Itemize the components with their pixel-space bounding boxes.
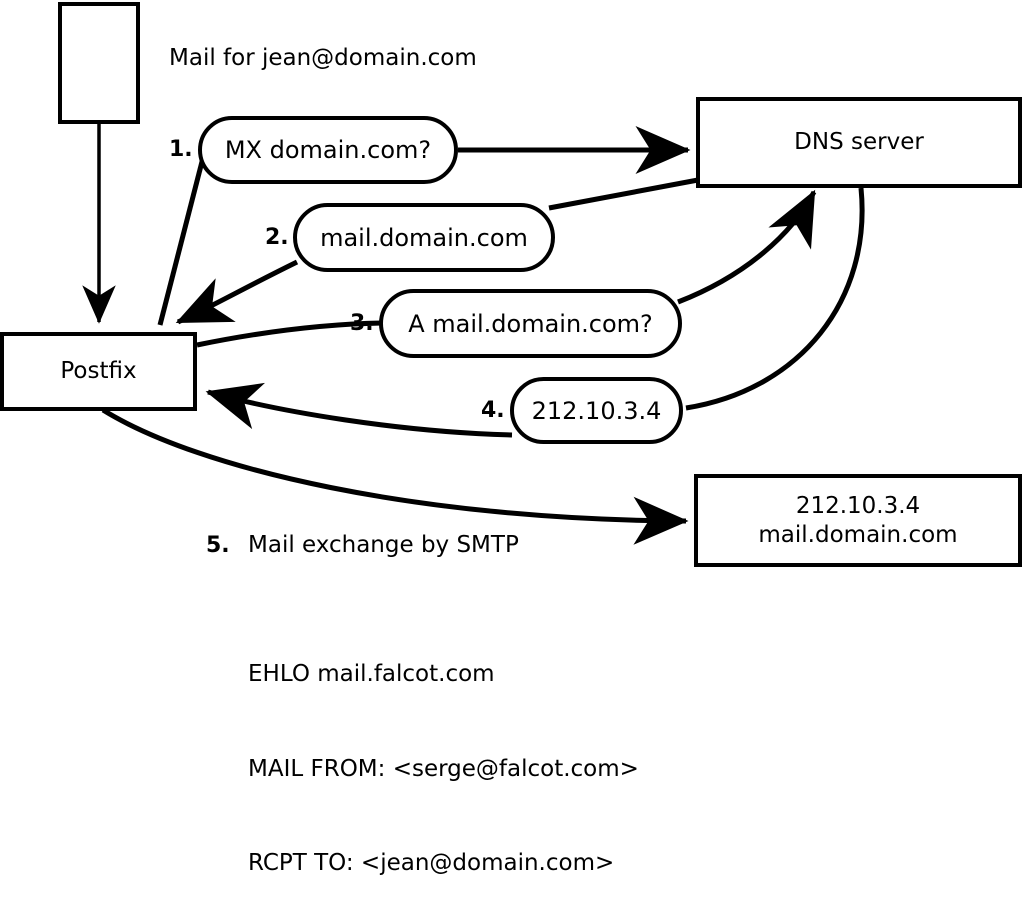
dns-server-label: DNS server — [794, 129, 924, 156]
step-2-pill: mail.domain.com — [293, 203, 555, 272]
postfix-label: Postfix — [60, 358, 137, 385]
smtp-line: RCPT TO: <jean@domain.com> — [248, 850, 615, 876]
smtp-line: MAIL FROM: <serge@falcot.com> — [248, 755, 639, 782]
step-3-number: 3. — [350, 311, 374, 336]
smtp-transcript: EHLO mail.falcot.com MAIL FROM: <serge@f… — [248, 596, 639, 919]
dns-server-box: DNS server — [696, 97, 1022, 188]
step-3-label: A mail.domain.com? — [408, 309, 653, 338]
step-3-pill: A mail.domain.com? — [379, 289, 682, 358]
postfix-box: Postfix — [0, 332, 197, 411]
mail-for-note: Mail for jean@domain.com — [169, 45, 477, 71]
connector-step3-to-dns — [677, 189, 817, 305]
connector-step5-smtp — [101, 407, 689, 545]
step-1-label: MX domain.com? — [224, 136, 432, 164]
step-4-number: 4. — [481, 398, 505, 423]
step-1-number: 1. — [169, 137, 193, 162]
step-2-label: mail.domain.com — [320, 223, 528, 252]
smtp-line: EHLO mail.falcot.com — [248, 661, 495, 687]
connector-step4-to-postfix — [205, 382, 513, 438]
connector-step2-from-dns — [548, 177, 699, 211]
step-5-number: 5. — [206, 533, 230, 558]
connector-step3-out — [196, 320, 383, 348]
step-1-pill: MX domain.com? — [198, 116, 458, 184]
mail-server-ip: 212.10.3.4 — [795, 493, 921, 520]
connector-step1-out — [157, 149, 208, 326]
mail-server-box: 212.10.3.4 mail.domain.com — [694, 474, 1022, 567]
step-2-number: 2. — [265, 225, 289, 250]
sender-box — [58, 2, 140, 124]
mail-server-hostname: mail.domain.com — [758, 521, 958, 548]
step-4-pill: 212.10.3.4 — [510, 377, 683, 444]
connector-step4-from-dns — [685, 187, 865, 411]
connector-step2-to-postfix — [175, 259, 299, 325]
step-5-label: Mail exchange by SMTP — [248, 532, 519, 558]
step-4-label: 212.10.3.4 — [531, 396, 662, 425]
